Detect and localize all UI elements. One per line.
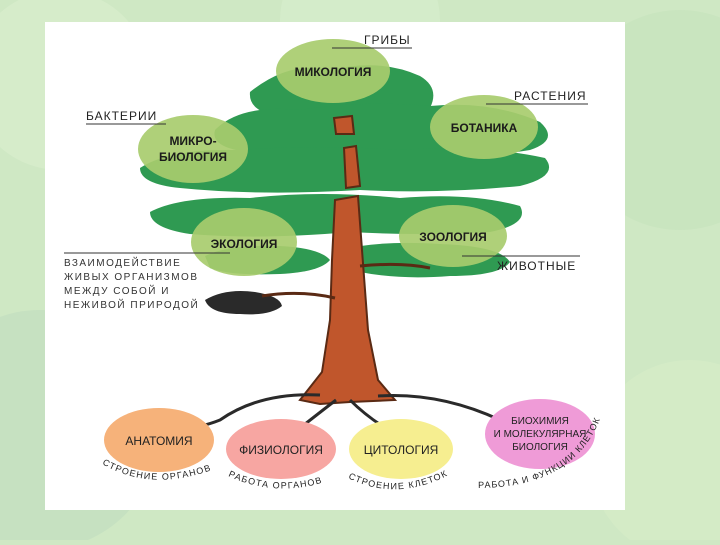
botany-node: БОТАНИКА bbox=[430, 95, 538, 159]
biochemistry-label-3: БИОЛОГИЯ bbox=[512, 442, 568, 453]
biochemistry-label-1: БИОХИМИЯ bbox=[511, 416, 569, 427]
zoology-node: ЗООЛОГИЯ bbox=[399, 205, 507, 267]
mycology-tag: ГРИБЫ bbox=[364, 33, 411, 47]
microbiology-node: МИКРО- БИОЛОГИЯ bbox=[138, 115, 248, 183]
zoology-tag: ЖИВОТНЫЕ bbox=[497, 259, 576, 273]
ecology-note-line-4: НЕЖИВОЙ ПРИРОДОЙ bbox=[64, 298, 199, 311]
cytology-label: ЦИТОЛОГИЯ bbox=[364, 443, 439, 457]
anatomy-node: АНАТОМИЯ bbox=[104, 408, 214, 472]
microbiology-tag: БАКТЕРИИ bbox=[86, 109, 157, 123]
branch-right bbox=[359, 262, 431, 270]
tag-microbiology: БАКТЕРИИ bbox=[86, 109, 166, 125]
tag-botany: РАСТЕНИЯ bbox=[486, 89, 588, 105]
biochemistry-label-2: И МОЛЕКУЛЯРНАЯ bbox=[494, 429, 587, 440]
microbiology-label-2: БИОЛОГИЯ bbox=[159, 150, 227, 164]
physiology-node: ФИЗИОЛОГИЯ bbox=[226, 419, 336, 479]
mycology-label: МИКОЛОГИЯ bbox=[295, 65, 372, 79]
trunk-upper bbox=[342, 144, 362, 190]
ecology-note-line-2: ЖИВЫХ ОРГАНИЗМОВ bbox=[64, 272, 198, 283]
biochemistry-node: БИОХИМИЯ И МОЛЕКУЛЯРНАЯ БИОЛОГИЯ bbox=[485, 399, 595, 469]
ecology-label: ЭКОЛОГИЯ bbox=[211, 237, 278, 251]
botany-label: БОТАНИКА bbox=[451, 121, 518, 135]
anatomy-label: АНАТОМИЯ bbox=[125, 434, 192, 448]
tag-mycology: ГРИБЫ bbox=[332, 33, 412, 49]
ecology-node: ЭКОЛОГИЯ bbox=[191, 208, 297, 276]
ecology-note-line-1: ВЗАИМОДЕЙСТВИЕ bbox=[64, 256, 181, 269]
tree-roots bbox=[164, 393, 541, 438]
trunk-stub bbox=[332, 114, 356, 135]
mycology-node: МИКОЛОГИЯ bbox=[276, 39, 390, 103]
branch-left bbox=[261, 291, 336, 300]
cytology-node: ЦИТОЛОГИЯ bbox=[349, 419, 453, 479]
physiology-label: ФИЗИОЛОГИЯ bbox=[239, 443, 323, 457]
botany-tag: РАСТЕНИЯ bbox=[514, 89, 587, 103]
zoology-label: ЗООЛОГИЯ bbox=[419, 230, 487, 244]
ecology-note: ВЗАИМОДЕЙСТВИЕ ЖИВЫХ ОРГАНИЗМОВ МЕЖДУ СО… bbox=[64, 252, 230, 311]
ecology-note-line-3: МЕЖДУ СОБОЙ И bbox=[64, 284, 170, 297]
tag-zoology: ЖИВОТНЫЕ bbox=[462, 255, 580, 273]
microbiology-label-1: МИКРО- bbox=[169, 134, 216, 148]
